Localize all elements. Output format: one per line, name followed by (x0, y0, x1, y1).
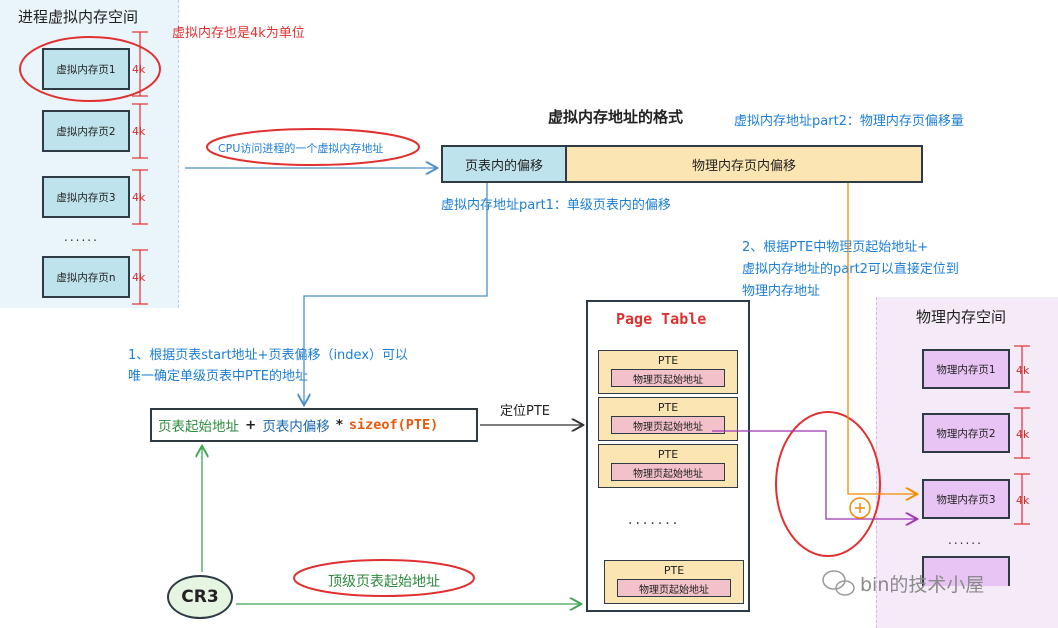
physical-page-partial (922, 556, 1010, 586)
virtual-page-1: 虚拟内存页1 (42, 48, 130, 90)
format-field-page-table-offset: 页表内的偏移 (441, 145, 567, 183)
virtual-page-3: 虚拟内存页3 (42, 176, 130, 218)
pte-physical-start: 物理页起始地址 (611, 416, 725, 434)
pte-label: PTE (657, 448, 679, 461)
physical-pages-ellipsis: ...... (948, 533, 983, 547)
physical-size-brackets (1014, 345, 1030, 525)
virtual-page-2: 虚拟内存页2 (42, 110, 130, 152)
page-table-ellipsis: ······· (628, 516, 681, 532)
offset-to-formula-arrow (304, 183, 488, 404)
cr3-register: CR3 (167, 575, 233, 619)
part1-note: 虚拟内存地址part1：单级页表内的偏移 (441, 198, 671, 213)
pte-address-formula: 页表起始地址 + 页表内偏移 * sizeof(PTE) (150, 408, 478, 442)
highlight-ellipse-top-table (293, 559, 475, 597)
formula-sizeof: sizeof(PTE) (348, 417, 439, 433)
format-field-page-offset: 物理内存页内偏移 (565, 145, 923, 183)
formula-base: 页表起始地址 (158, 419, 239, 435)
virtual-space-title: 进程虚拟内存空间 (18, 8, 139, 26)
virtual-page-size-label: 4k (132, 191, 146, 204)
pte-to-physical-arrow (712, 430, 916, 519)
virtual-page-size-label: 4k (132, 271, 146, 284)
step2-note-line1: 2、根据PTE中物理页起始地址+ (742, 240, 929, 255)
pte-physical-start: 物理页起始地址 (611, 369, 725, 387)
pte-entry: PTE 物理页起始地址 (598, 350, 738, 394)
pte-label: PTE (657, 401, 679, 414)
pte-entry: PTE 物理页起始地址 (604, 560, 744, 604)
physical-page-1: 物理内存页1 (922, 349, 1010, 389)
wechat-icon (822, 570, 855, 596)
virtual-page-n: 虚拟内存页n (42, 256, 130, 298)
step2-note-line3: 物理内存地址 (742, 284, 821, 299)
highlight-ellipse-page1 (19, 36, 161, 102)
physical-page-size-label: 4k (1016, 428, 1030, 441)
formula-offset: 页表内偏移 (262, 419, 330, 435)
step2-note-line2: 虚拟内存地址的part2可以直接定位到 (742, 262, 959, 277)
page-table-title: Page Table (616, 310, 707, 328)
virtual-page-size-label: 4k (132, 63, 146, 76)
pte-entry-selected: PTE 物理页起始地址 (598, 397, 738, 441)
watermark-text: bin的技术小屋 (860, 574, 985, 596)
pte-physical-start: 物理页起始地址 (611, 463, 725, 481)
part2-note: 虚拟内存地址part2：物理内存页偏移量 (734, 114, 964, 129)
locate-pte-label: 定位PTE (500, 404, 550, 419)
highlight-ellipse-cpu-access (206, 128, 420, 166)
physical-space-title: 物理内存空间 (916, 308, 1007, 326)
physical-page-2: 物理内存页2 (922, 413, 1010, 453)
top-table-start-note: 顶级页表起始地址 (328, 574, 440, 590)
physical-page-size-label: 4k (1016, 364, 1030, 377)
page-offset-arrow (847, 183, 916, 494)
step1-note-line2: 唯一确定单级页表中PTE的地址 (128, 369, 308, 384)
physical-page-size-label: 4k (1016, 494, 1030, 507)
pte-label: PTE (663, 564, 685, 577)
pte-physical-start: 物理页起始地址 (617, 579, 731, 597)
virtual-page-size-label: 4k (132, 125, 146, 138)
virtual-pages-ellipsis: ...... (64, 230, 99, 244)
virtual-unit-note: 虚拟内存也是4k为单位 (172, 26, 305, 41)
cpu-access-note: CPU访问进程的一个虚拟内存地址 (218, 142, 384, 155)
virtual-size-brackets (132, 31, 148, 305)
address-format-title: 虚拟内存地址的格式 (548, 108, 684, 126)
step1-note-line1: 1、根据页表start地址+页表偏移（index）可以 (128, 348, 409, 363)
pte-entry: PTE 物理页起始地址 (598, 444, 738, 488)
formula-plus: + (245, 417, 257, 433)
highlight-ellipse-combine (775, 411, 881, 557)
physical-page-3: 物理内存页3 (922, 479, 1010, 519)
formula-times: * (335, 417, 343, 433)
pte-label: PTE (657, 354, 679, 367)
